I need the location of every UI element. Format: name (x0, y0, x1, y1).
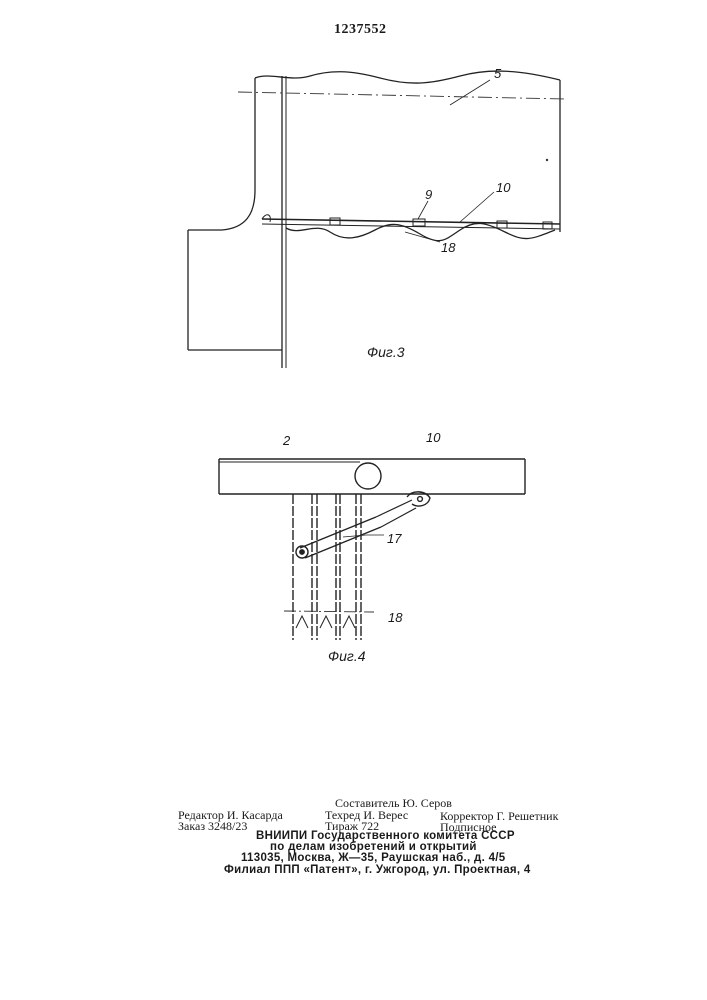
fig3-label-5: 5 (494, 66, 501, 81)
footer-org-line3: 113035, Москва, Ж—35, Раушская наб., д. … (241, 852, 505, 864)
fig4-label-10: 10 (426, 430, 440, 445)
footer-order: Заказ 3248/23 (178, 819, 247, 834)
fig3-label-9: 9 (425, 187, 432, 202)
fig4-roller (355, 463, 381, 489)
fig3-caption: Фиг.3 (367, 344, 405, 360)
fig4-label-18: 18 (388, 610, 402, 625)
fig3-corner-curve (188, 190, 255, 230)
fig3-label-18: 18 (441, 240, 455, 255)
fig3-centerline (238, 92, 565, 99)
fig4-caption: Фиг.4 (328, 648, 366, 664)
fig4-label-17: 17 (387, 531, 401, 546)
fig3-label-10: 10 (496, 180, 510, 195)
footer-branch: Филиал ППП «Патент», г. Ужгород, ул. Про… (224, 864, 531, 876)
fig3-top-break-line (255, 71, 560, 83)
fig4-label-2: 2 (283, 433, 290, 448)
